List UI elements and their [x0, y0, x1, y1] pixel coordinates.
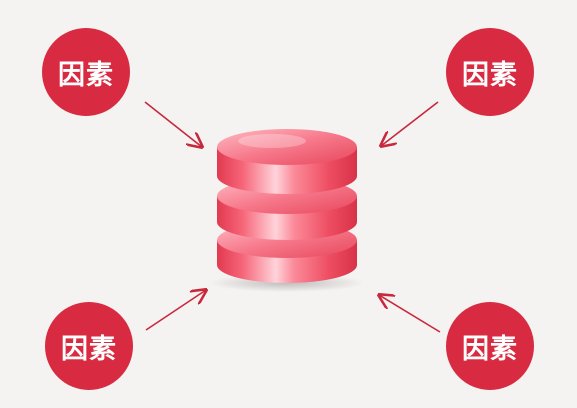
factor-circle-bottom-left: 因素	[45, 302, 133, 390]
database-icon	[209, 129, 365, 292]
factor-circle-top-left: 因素	[42, 28, 130, 116]
arrow-bottom-left	[145, 290, 206, 331]
factor-label: 因素	[462, 59, 518, 91]
database-disc-top	[217, 129, 357, 194]
factor-circle-bottom-right: 因素	[446, 302, 534, 390]
factor-circle-top-right: 因素	[446, 28, 534, 116]
factor-label: 因素	[61, 333, 117, 365]
factor-label: 因素	[462, 333, 518, 365]
arrow-bottom-right	[379, 295, 441, 333]
factor-label: 因素	[58, 59, 114, 91]
arrow-top-left	[144, 101, 202, 147]
arrow-top-right	[381, 101, 439, 146]
